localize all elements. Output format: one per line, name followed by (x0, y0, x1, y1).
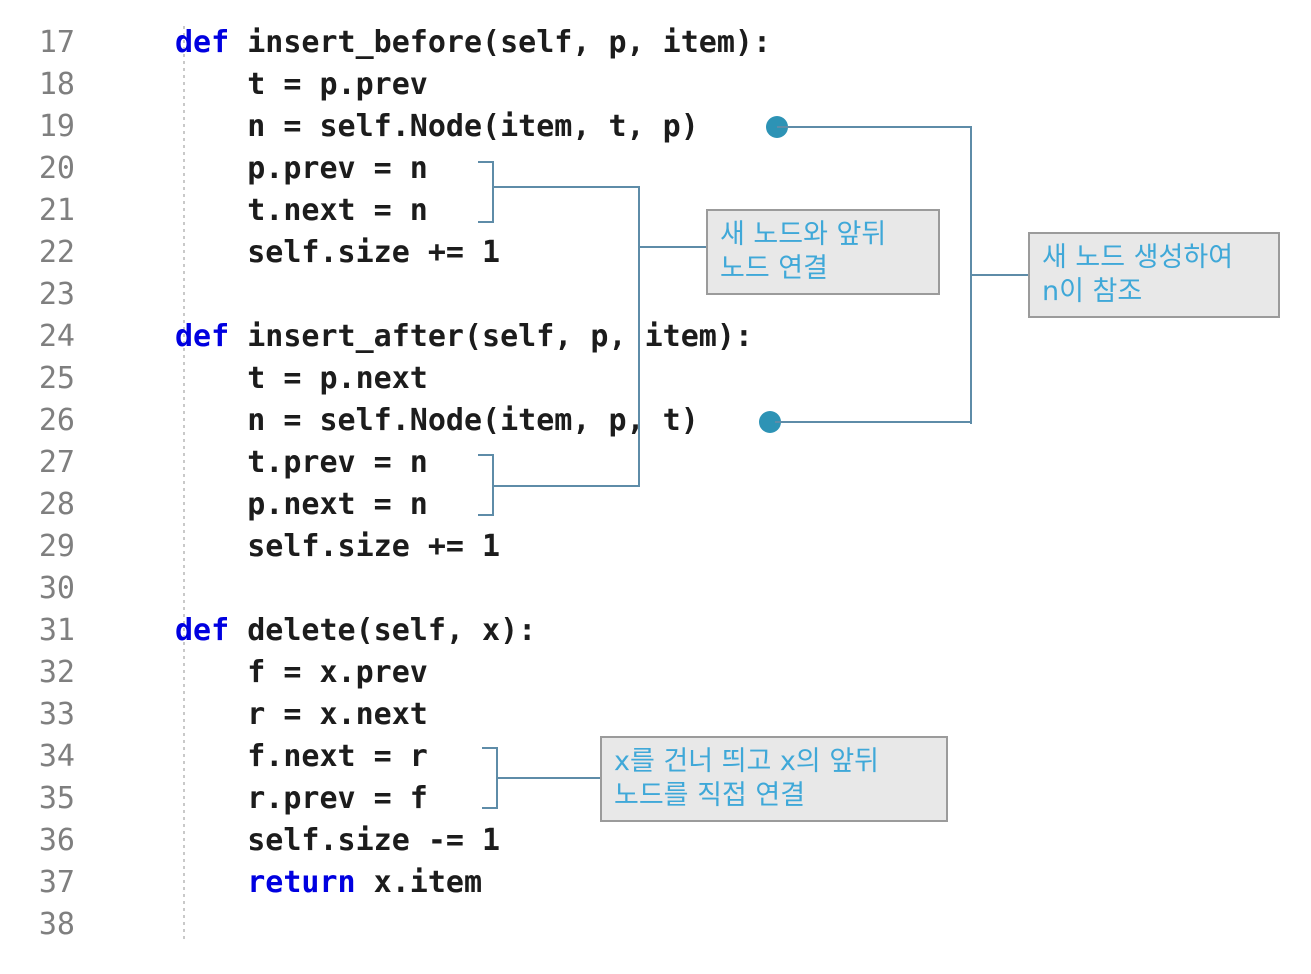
code-line: 21 t.next = n (0, 189, 771, 231)
code-text: self.size += 1 (175, 234, 501, 270)
code-line: 36 self.size -= 1 (0, 819, 771, 861)
code-line: 24 def insert_after(self, p, item): (0, 315, 771, 357)
code-text: def insert_after(self, p, item): (175, 318, 753, 354)
connector-line (777, 126, 972, 128)
code-text: self.size += 1 (175, 528, 501, 564)
line-number: 25 (38, 360, 75, 396)
code-line: 37 return x.item (0, 861, 771, 903)
line-number: 23 (38, 276, 75, 312)
line-number: 34 (38, 738, 75, 774)
code-line: 34 f.next = r (0, 735, 771, 777)
code-text: self.size -= 1 (175, 822, 501, 858)
callout-text: n이 참조 (1042, 276, 1143, 307)
code-text: def insert_before(self, p, item): (175, 24, 772, 60)
code-text: f = x.prev (175, 654, 428, 690)
code-line: 29 self.size += 1 (0, 525, 771, 567)
code-text: p.prev = n (175, 150, 428, 186)
code-text: t = p.prev (175, 66, 428, 102)
line-number: 19 (38, 108, 75, 144)
callout-text: 새 노드 생성하여 (1042, 242, 1234, 273)
line-number: 21 (38, 192, 75, 228)
code-text: n = self.Node(item, t, p) (175, 108, 699, 144)
connector-line (970, 126, 972, 424)
code-text: t.next = n (175, 192, 428, 228)
line-number: 35 (38, 780, 75, 816)
code-text: p.next = n (175, 486, 428, 522)
code-text: t = p.next (175, 360, 428, 396)
line-number: 32 (38, 654, 75, 690)
line-number: 18 (38, 66, 75, 102)
line-number: 38 (38, 906, 75, 942)
code-text: f.next = r (175, 738, 428, 774)
code-line: 35 r.prev = f (0, 777, 771, 819)
code-text: n = self.Node(item, p, t) (175, 402, 699, 438)
code-line: 20 p.prev = n (0, 147, 771, 189)
code-line: 23 (0, 273, 771, 315)
code-text: return x.item (247, 864, 483, 900)
line-number: 27 (38, 444, 75, 480)
code-line: 31 def delete(self, x): (0, 609, 771, 651)
line-number: 17 (38, 24, 75, 60)
code-line: 22 self.size += 1 (0, 231, 771, 273)
code-line: 26 n = self.Node(item, p, t) (0, 399, 771, 441)
indent-guide (183, 26, 185, 942)
code-text: t.prev = n (175, 444, 428, 480)
code-line: 17 def insert_before(self, p, item): (0, 21, 771, 63)
code-line: 19 n = self.Node(item, t, p) (0, 105, 771, 147)
line-number: 28 (38, 486, 75, 522)
code-line: 27 t.prev = n (0, 441, 771, 483)
connector-line (775, 421, 970, 423)
line-number: 30 (38, 570, 75, 606)
code-line: 18 t = p.prev (0, 63, 771, 105)
code-line: 33 r = x.next (0, 693, 771, 735)
callout-create-node: 새 노드 생성하여 n이 참조 (1028, 232, 1280, 318)
code-line: 32 f = x.prev (0, 651, 771, 693)
code-line: 38 (0, 903, 771, 945)
code-line: 25 t = p.next (0, 357, 771, 399)
code-text: r.prev = f (175, 780, 428, 816)
code-line: 30 (0, 567, 771, 609)
line-number: 24 (38, 318, 75, 354)
line-number: 20 (38, 150, 75, 186)
line-number: 37 (38, 864, 75, 900)
line-number: 33 (38, 696, 75, 732)
line-number: 36 (38, 822, 75, 858)
code-line: 28 p.next = n (0, 483, 771, 525)
code-text: def delete(self, x): (175, 612, 537, 648)
connector-line (972, 274, 1028, 276)
line-number: 22 (38, 234, 75, 270)
line-number: 31 (38, 612, 75, 648)
line-number: 26 (38, 402, 75, 438)
line-number: 29 (38, 528, 75, 564)
code-text: r = x.next (175, 696, 428, 732)
